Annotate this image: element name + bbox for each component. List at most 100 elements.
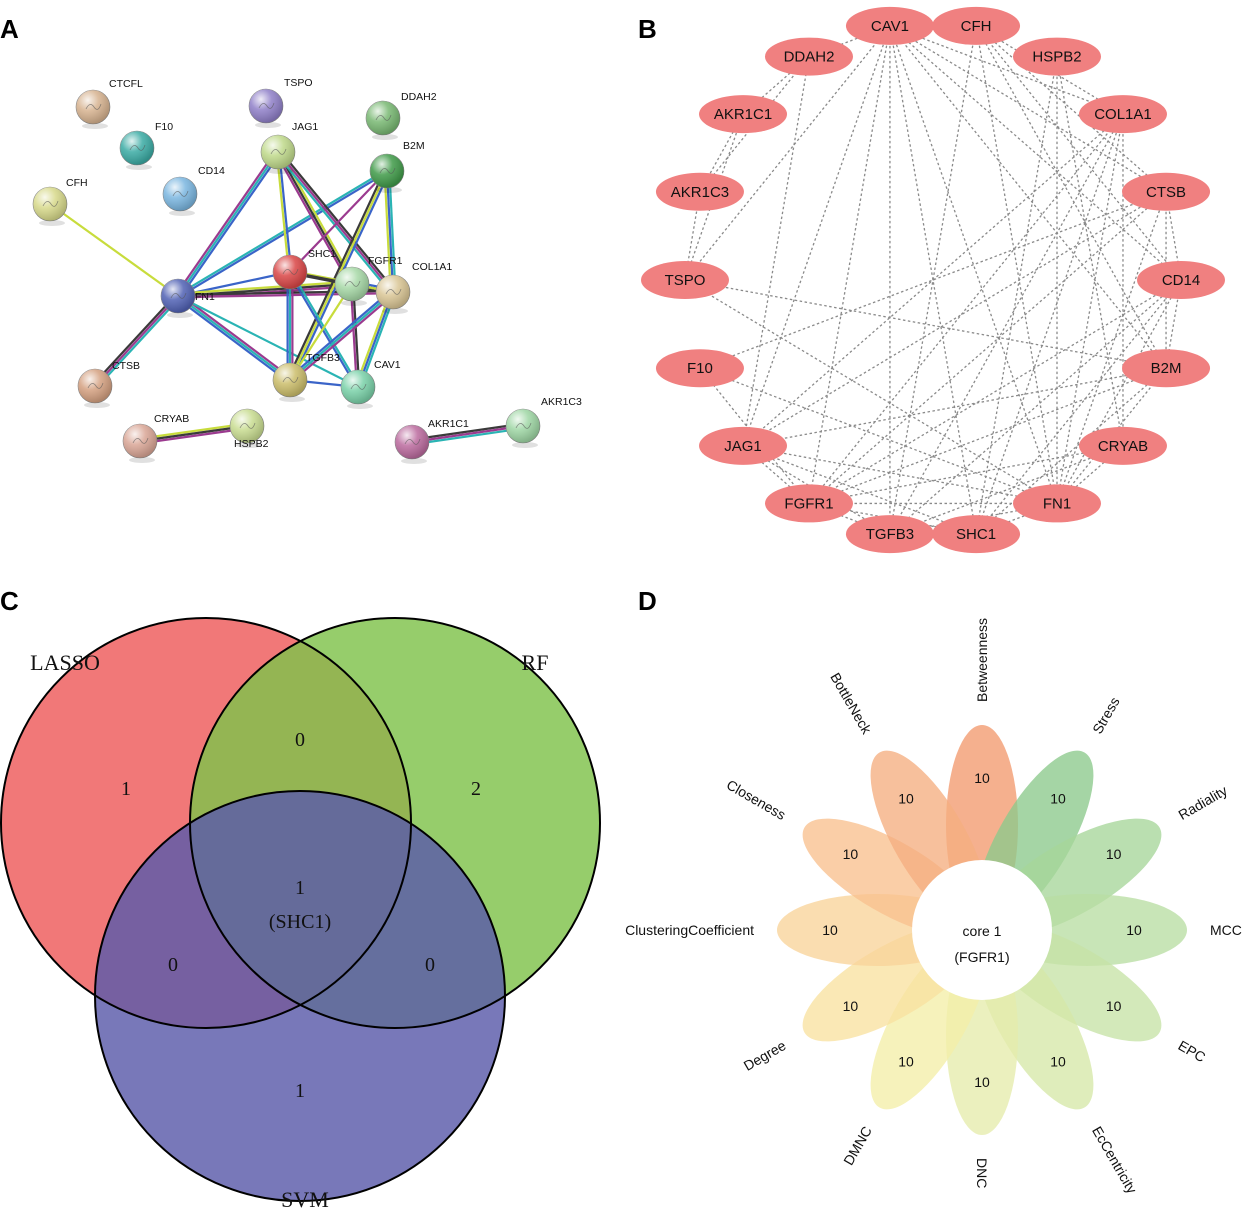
node-gloss <box>335 267 369 301</box>
node-shadow <box>341 300 367 306</box>
circle-edge-col1a1-fgfr1 <box>808 113 1124 504</box>
petal-name-dmnc: DMNC <box>840 1123 875 1167</box>
node-shadow <box>126 164 152 170</box>
string-edge-line <box>92 293 178 386</box>
venn-count-all: 1 <box>295 877 305 899</box>
string-node-ddah2: DDAH2 <box>365 91 437 140</box>
node-shadow <box>236 442 262 448</box>
circle-edge-cfh-b2m <box>975 25 1167 369</box>
string-edge-line <box>139 422 247 440</box>
string-edge-fn1-jag1 <box>175 150 281 298</box>
node-shadow <box>401 458 427 464</box>
venn-core-gene: (SHC1) <box>269 911 331 933</box>
string-edge-jag1-col1a1 <box>275 149 396 295</box>
circle-edge-b2m-shc1 <box>975 367 1167 535</box>
string-edge-b2m-shc1 <box>289 170 388 273</box>
circle-edge-cav1-fn1 <box>889 25 1058 504</box>
string-node-tgfb3: TGFB3 <box>272 352 340 402</box>
circle-node-label: COL1A1 <box>1094 106 1152 123</box>
circle-node-tspo: TSPO <box>641 261 729 299</box>
petal-value-closeness: 10 <box>843 846 859 862</box>
string-edge-line <box>139 424 248 443</box>
circle-edge-cd14-fgfr1 <box>808 279 1182 504</box>
circle-node-cav1: CAV1 <box>845 6 934 45</box>
circle-node-label: CD14 <box>1162 272 1200 289</box>
string-edge-jag1-shc1 <box>275 151 293 273</box>
petal-value-dmnc: 10 <box>898 1054 914 1070</box>
circle-edge-ctsb-fgfr1 <box>808 191 1167 504</box>
string-node-shc1: SHC1 <box>272 248 336 294</box>
node-ellipse <box>1013 37 1101 76</box>
string-edge-line <box>290 270 360 387</box>
string-node-cd14: CD14 <box>162 165 225 216</box>
flower-center-title: core 1 <box>963 923 1002 939</box>
string-node-label: AKR1C3 <box>541 396 582 408</box>
string-edge-fn1-tgfb3 <box>175 293 293 383</box>
circle-edge-shc1-jag1 <box>742 445 977 535</box>
string-edge-line <box>94 295 179 387</box>
petal-value-mcc: 10 <box>1126 922 1142 938</box>
node-shadow <box>512 442 538 448</box>
string-node-label: CRYAB <box>154 413 189 425</box>
circle-node-ctsb: CTSB <box>1122 172 1211 211</box>
string-edge-line <box>175 150 277 296</box>
node-shadow <box>279 396 305 402</box>
circle-edge-b2m-jag1 <box>742 367 1167 447</box>
string-edge-line <box>140 427 248 445</box>
node-gloss <box>33 187 67 221</box>
circle-node-jag1: JAG1 <box>699 426 788 465</box>
venn-count-lasso-rf: 0 <box>295 729 305 751</box>
panel-label-b: B <box>638 14 657 44</box>
node-ellipse <box>655 349 744 388</box>
circle-node-label: F10 <box>687 360 713 377</box>
node-shadow <box>129 457 155 463</box>
circle-node-label: CRYAB <box>1098 438 1148 455</box>
protein-structure-icon <box>172 190 189 197</box>
circle-node-cd14: CD14 <box>1137 261 1225 299</box>
circle-edge-cav1-cd14 <box>889 25 1182 281</box>
protein-structure-icon <box>350 383 367 390</box>
venn-set-label-lasso: LASSO <box>30 650 100 675</box>
node-ellipse <box>1122 172 1211 211</box>
node-shadow <box>372 134 398 140</box>
venn-fills <box>1 618 600 1201</box>
node-ellipse <box>1078 426 1167 465</box>
node-gloss <box>370 154 404 188</box>
venn-count-rf-svm: 0 <box>425 954 435 976</box>
node-ellipse <box>1122 349 1211 388</box>
string-node-label: CTCFL <box>109 78 143 90</box>
string-edge-line <box>290 292 396 383</box>
string-edge-line <box>177 280 352 295</box>
string-node-label: AKR1C1 <box>428 418 469 430</box>
protein-structure-icon <box>375 114 392 121</box>
string-edge-line <box>411 424 524 444</box>
string-node-label: B2M <box>403 140 425 152</box>
string-edge-akr1c1-akr1c3 <box>411 422 524 446</box>
string-node-tspo: TSPO <box>248 77 313 128</box>
circle-edge-cav1-tspo <box>684 25 891 281</box>
string-edge-line <box>177 151 279 297</box>
circle-node-label: CTSB <box>1146 184 1186 201</box>
circle-edge-cd14-tgfb3 <box>889 279 1182 535</box>
circle-edge-ctsb-fn1 <box>1056 191 1167 504</box>
circle-node-label: FGFR1 <box>784 495 833 512</box>
circle-node-label: DDAH2 <box>784 49 835 66</box>
string-node-cryab: CRYAB <box>122 413 189 463</box>
node-gloss <box>76 90 110 124</box>
node-gloss <box>161 279 195 313</box>
node-shadow <box>279 288 305 294</box>
protein-structure-icon <box>515 422 532 429</box>
string-node-label: FGFR1 <box>368 255 403 267</box>
circle-edge-cav1-ctsb <box>889 25 1167 193</box>
circle-node-fn1: FN1 <box>1013 484 1101 523</box>
protein-structure-icon <box>239 422 256 429</box>
flower-center-gene: (FGFR1) <box>954 949 1009 965</box>
circle-node-shc1: SHC1 <box>932 515 1021 554</box>
circle-edge-cd14-shc1 <box>975 279 1182 535</box>
string-node-cfh: CFH <box>32 177 88 226</box>
node-shadow <box>347 403 373 409</box>
string-node-label: CFH <box>66 177 88 189</box>
petal-name-eccentricity: EcCentricity <box>1089 1123 1140 1196</box>
circle-edge-cfh-tgfb3 <box>889 25 977 535</box>
node-ellipse <box>655 172 744 211</box>
